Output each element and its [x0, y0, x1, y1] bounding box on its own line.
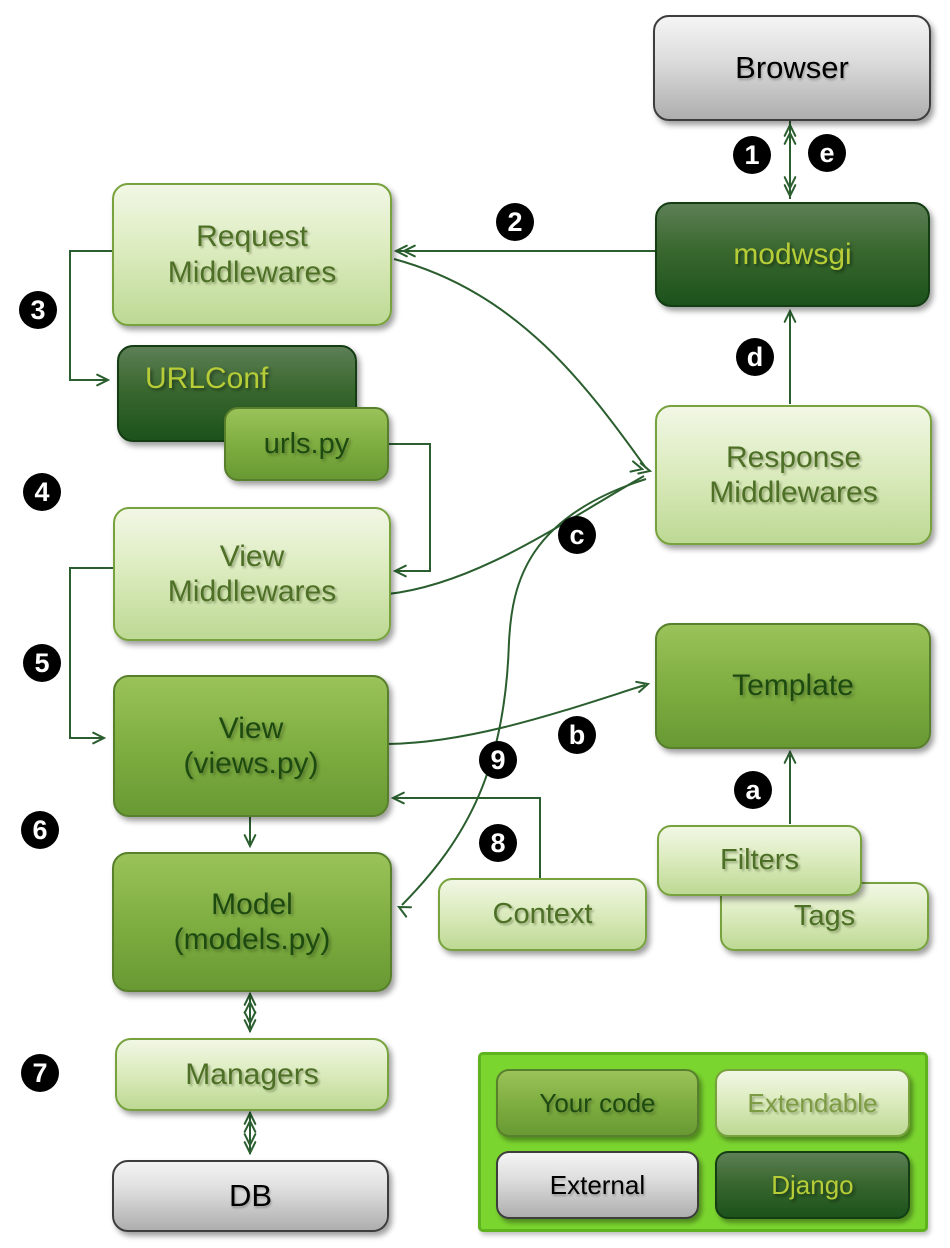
step-badge-e: e — [808, 134, 846, 172]
node-view-label: View — [218, 711, 284, 745]
node-tags-label: Tags — [793, 900, 856, 933]
node-managers-label: Managers — [185, 1057, 319, 1091]
connector — [69, 250, 112, 381]
node-browser: Browser — [653, 15, 931, 121]
node-view: View(views.py) — [113, 675, 389, 817]
arrowhead — [92, 731, 107, 745]
step-badge-7: 7 — [21, 1054, 59, 1092]
node-model-label: Model — [211, 887, 293, 921]
node-response-middlewares-label: Response — [725, 440, 862, 474]
node-db: DB — [112, 1160, 389, 1232]
step-badge-a: a — [734, 771, 772, 809]
connector — [69, 567, 113, 739]
arrowhead — [243, 1011, 257, 1034]
connector — [395, 797, 541, 878]
step-badge-6: 6 — [21, 811, 59, 849]
node-view-middlewares-label: Middlewares — [167, 575, 337, 608]
connector — [385, 443, 431, 572]
legend-item-extendable: Extendable — [714, 1069, 910, 1137]
arrowhead — [243, 834, 257, 849]
node-modwsgi-label: modwsgi — [733, 237, 852, 271]
arrowhead — [393, 244, 416, 258]
node-request-middlewares-label: Request — [196, 220, 308, 254]
node-view-middlewares-label: View — [219, 539, 285, 573]
step-badge-4: 4 — [23, 473, 61, 511]
node-view-label: (views.py) — [183, 747, 319, 780]
legend-item-external: External — [496, 1151, 699, 1219]
arrowhead — [629, 460, 653, 475]
arrowhead — [783, 122, 797, 145]
node-modwsgi: modwsgi — [655, 202, 930, 307]
step-badge-5: 5 — [23, 644, 61, 682]
node-filters: Filters — [657, 825, 862, 896]
arrowhead — [392, 564, 407, 578]
node-context-label: Context — [492, 898, 593, 931]
step-badge-c: c — [558, 516, 596, 554]
arrowhead — [243, 1110, 257, 1133]
node-urlconf-label: URLConf — [145, 362, 269, 395]
arrowhead — [390, 791, 405, 805]
arrowhead — [96, 373, 111, 387]
legend-item-your-code: Your code — [496, 1069, 699, 1137]
arrowhead — [243, 1133, 257, 1156]
arrowhead — [243, 991, 257, 1014]
legend-item-django: Django — [714, 1151, 910, 1219]
step-badge-1: 1 — [733, 136, 771, 174]
step-badge-9: 9 — [479, 741, 517, 779]
arrowhead — [635, 680, 651, 693]
node-model-label: (models.py) — [173, 923, 331, 956]
step-badge-d: d — [736, 338, 774, 376]
node-template: Template — [655, 623, 931, 749]
connector — [387, 475, 645, 595]
node-response-middlewares-label: Middlewares — [709, 476, 878, 509]
node-db-label: DB — [228, 1177, 273, 1213]
node-browser-label: Browser — [735, 49, 849, 85]
step-badge-8: 8 — [479, 824, 517, 862]
node-context: Context — [438, 878, 647, 951]
node-managers: Managers — [115, 1038, 389, 1111]
step-badge-2: 2 — [496, 203, 534, 241]
node-filters-label: Filters — [720, 844, 799, 877]
connector — [393, 258, 647, 469]
arrowhead — [396, 905, 412, 918]
node-template-label: Template — [732, 669, 854, 703]
node-urls-py: urls.py — [224, 407, 389, 481]
step-badge-3: 3 — [19, 291, 57, 329]
step-badge-b: b — [558, 716, 596, 754]
connector — [401, 478, 647, 906]
node-model: Model(models.py) — [112, 852, 392, 992]
connector — [386, 684, 646, 745]
node-request-middlewares-label: Middlewares — [167, 255, 337, 289]
arrowhead — [783, 749, 797, 764]
node-urls-py-label: urls.py — [263, 427, 350, 460]
arrowhead — [783, 176, 797, 199]
arrowhead — [783, 308, 797, 323]
